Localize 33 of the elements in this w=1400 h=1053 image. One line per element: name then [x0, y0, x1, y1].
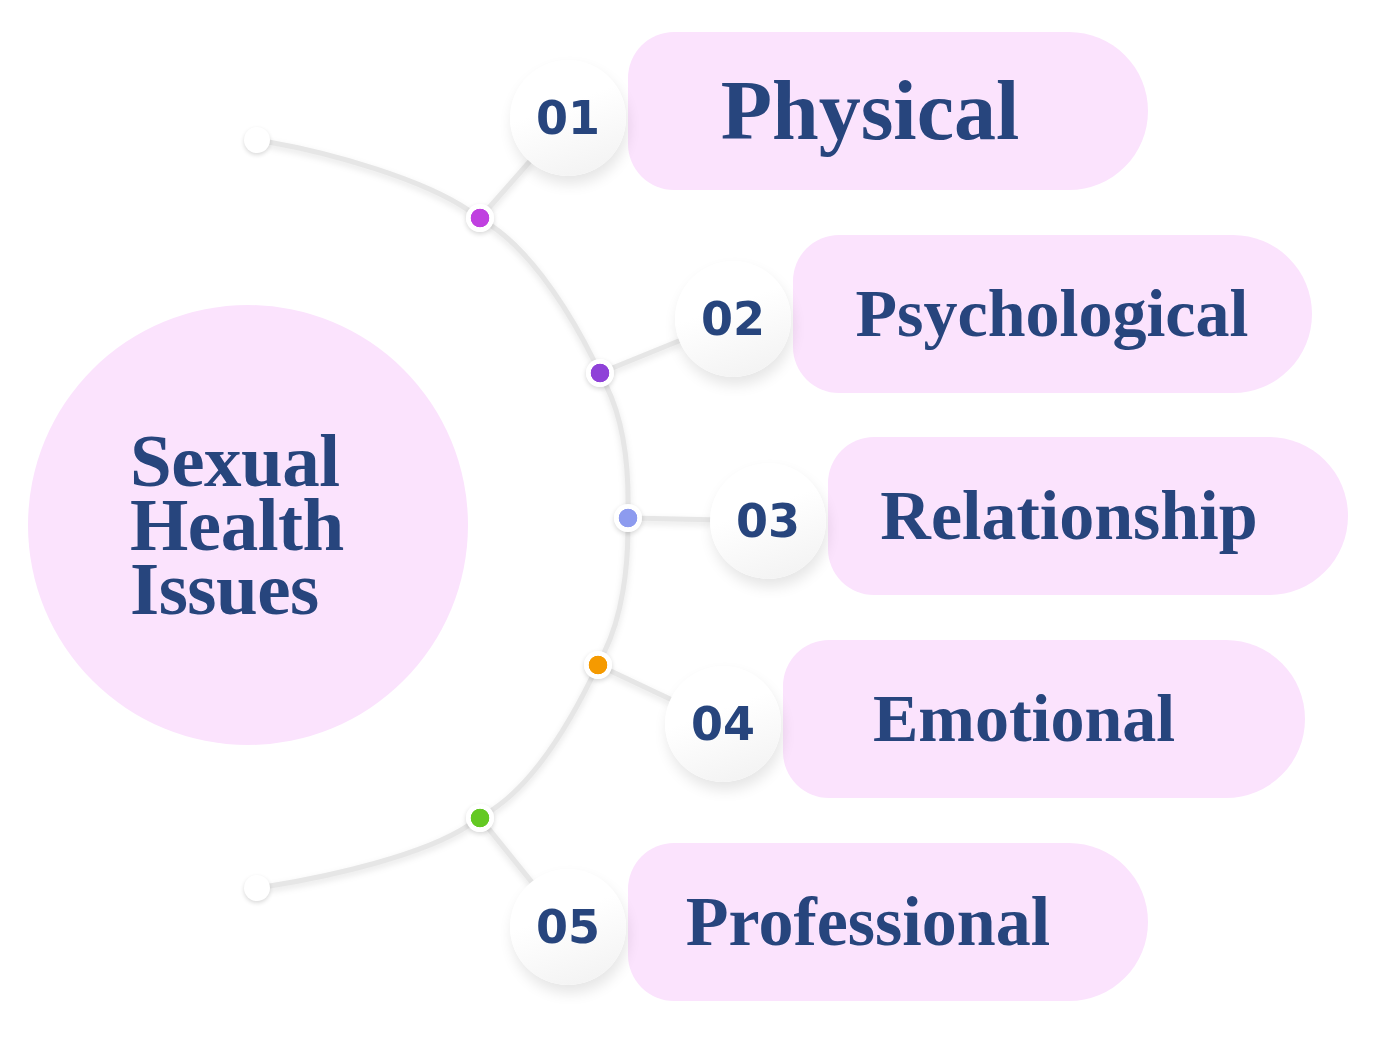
category-pill	[783, 640, 1305, 798]
connector-line	[486, 159, 533, 210]
category-pill	[793, 235, 1312, 393]
category-label: Relationship	[880, 479, 1258, 553]
junction-dot-icon	[614, 504, 642, 532]
arc-line	[267, 139, 471, 213]
category-pill	[628, 32, 1148, 190]
category-label: Emotional	[872, 683, 1176, 755]
category-pill	[828, 437, 1348, 595]
category-label: Professional	[685, 885, 1051, 959]
step-number: 01	[536, 92, 600, 144]
connector-line	[610, 338, 682, 371]
arc-line	[601, 529, 631, 655]
junction-dot-icon	[466, 204, 494, 232]
junction-dot-icon	[466, 804, 494, 832]
arc-line	[603, 383, 631, 507]
category-pill	[628, 843, 1148, 1001]
line-end-icon	[244, 127, 270, 153]
junction-dot-icon	[584, 651, 612, 679]
step-number: 05	[536, 901, 600, 953]
step-number: 03	[736, 495, 800, 547]
connector-line	[608, 668, 673, 702]
line-end-icon	[244, 875, 270, 901]
topic-label: Sexual Health Issues	[130, 429, 345, 621]
connector-line	[486, 826, 535, 885]
category-label: Psychological	[855, 278, 1249, 350]
arc-line	[267, 823, 471, 889]
step-number: 04	[691, 698, 755, 750]
arc-line	[489, 675, 595, 813]
category-label: Physical	[720, 66, 1020, 156]
junction-dot-icon	[586, 359, 614, 387]
arc-line	[489, 223, 597, 363]
step-number: 02	[701, 293, 765, 345]
